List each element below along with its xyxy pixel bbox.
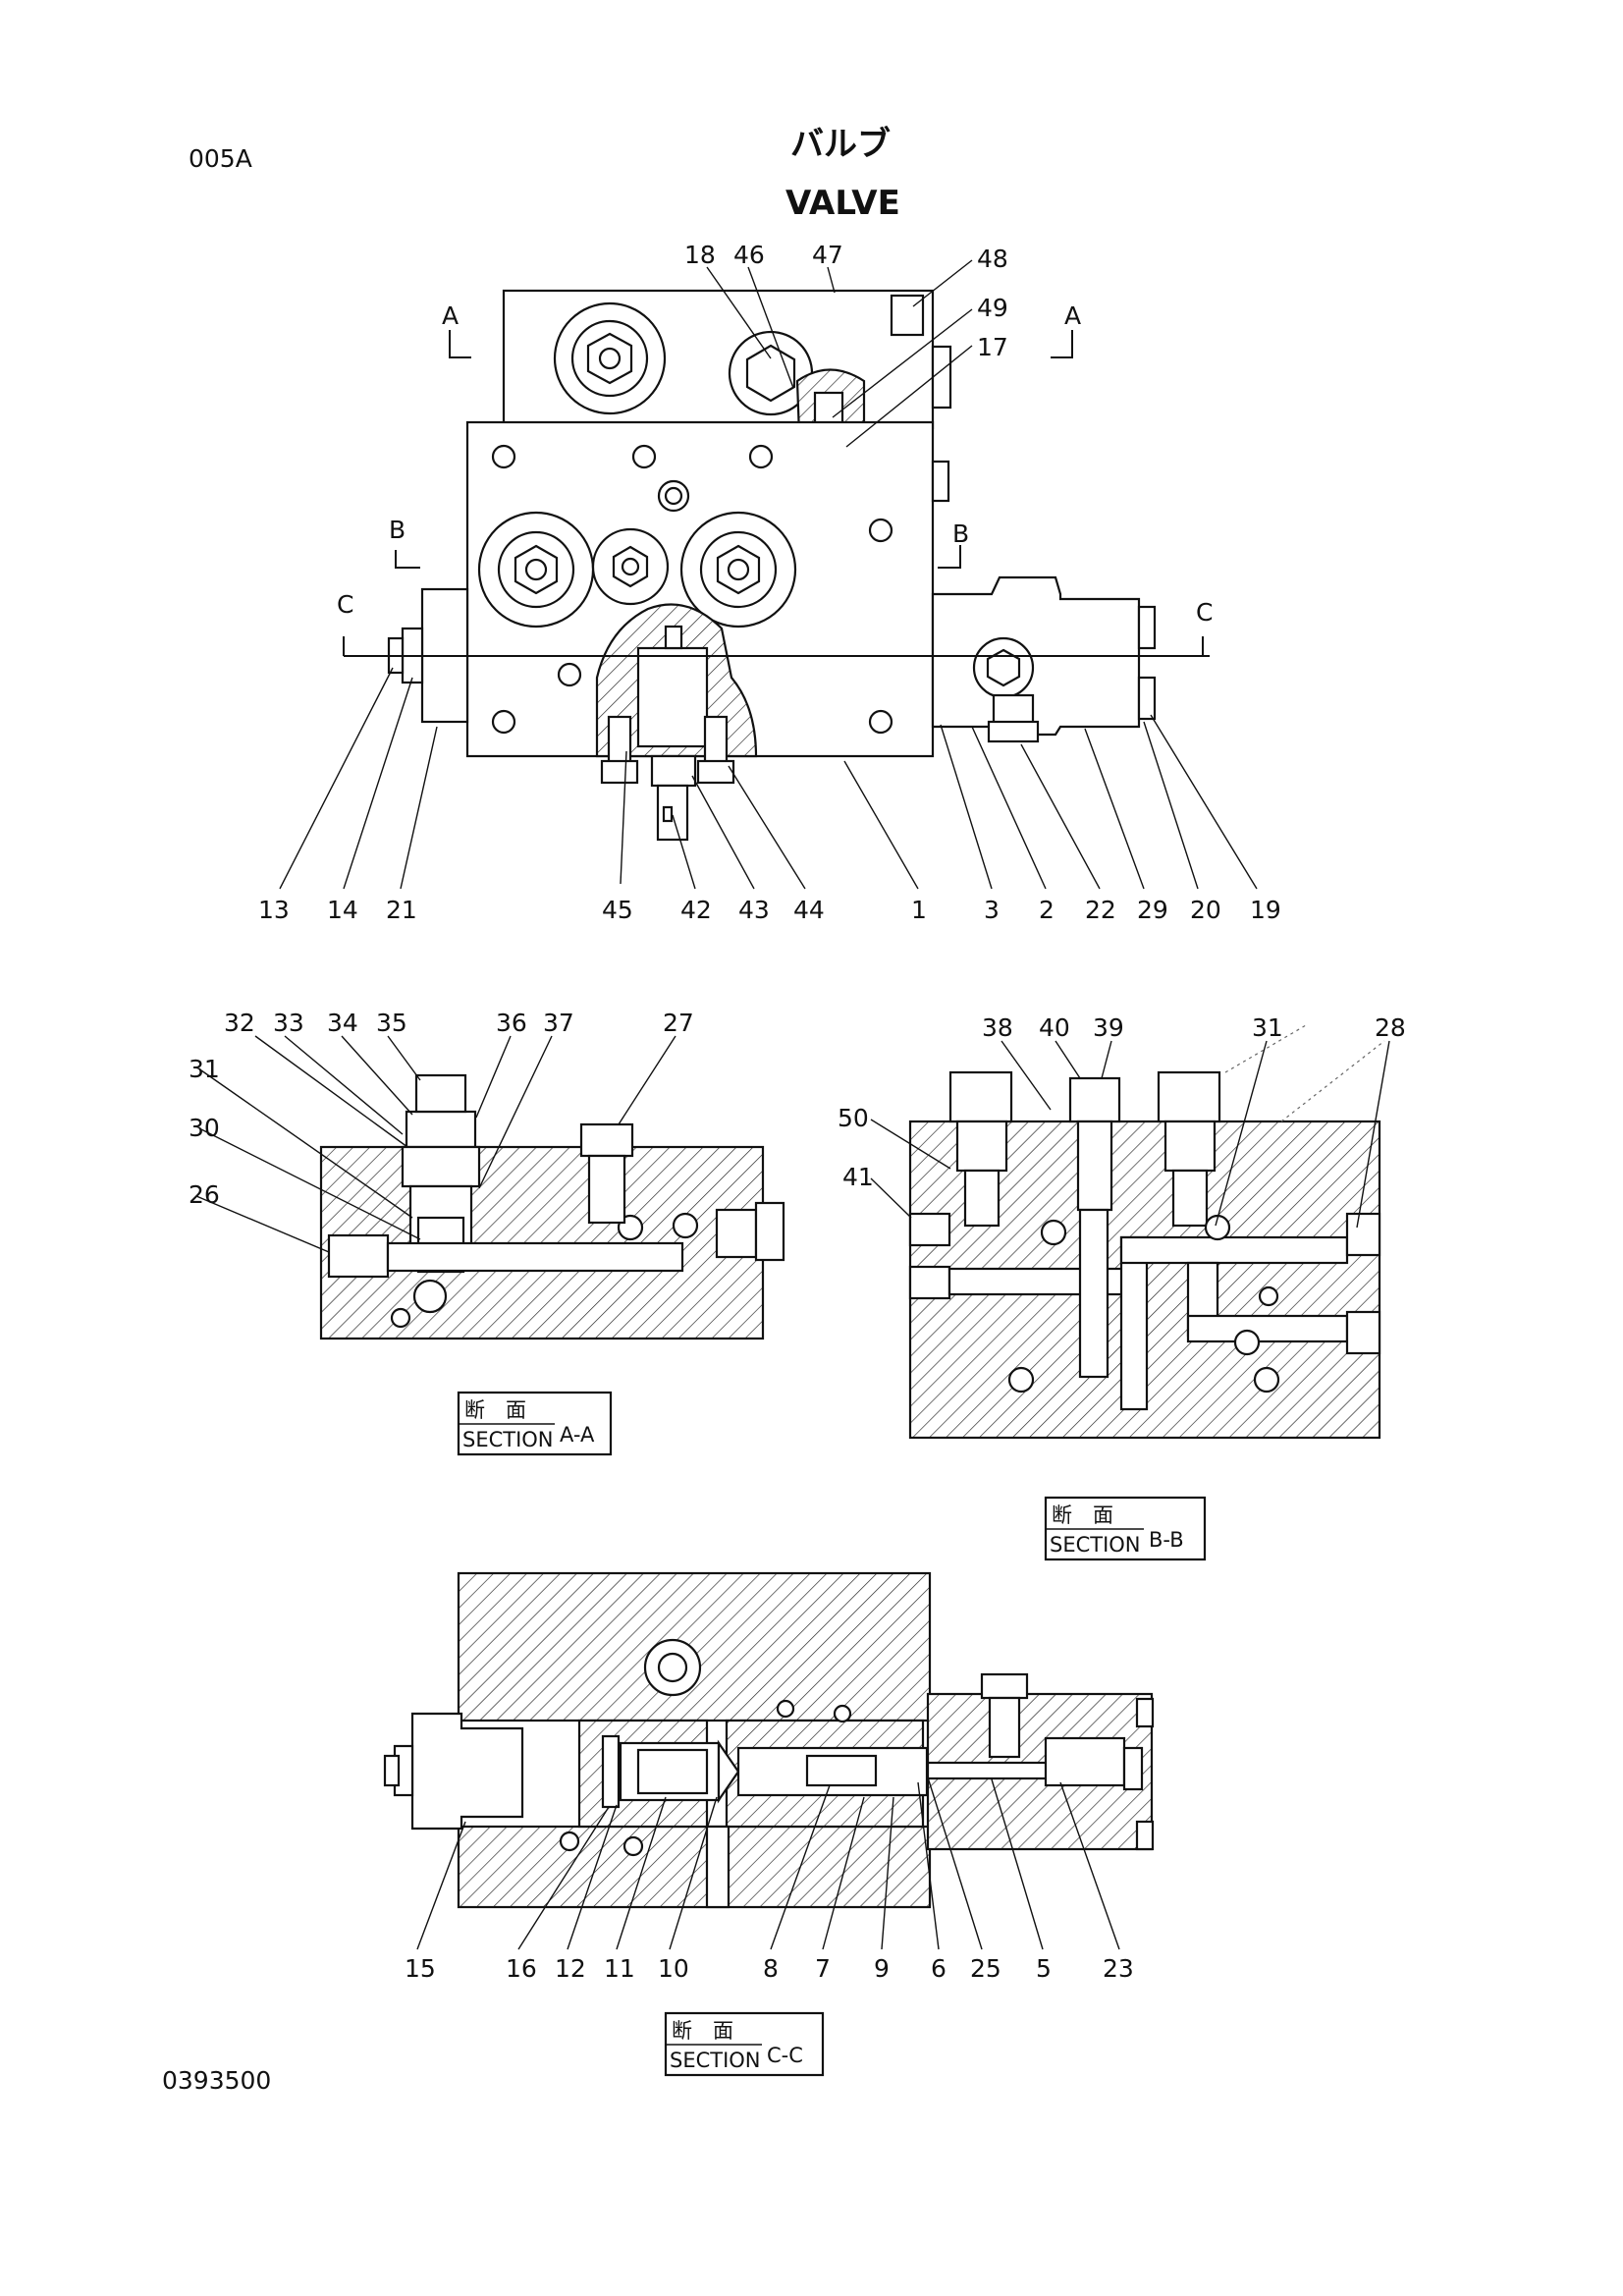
label-5: 5 — [1036, 1954, 1052, 1983]
label-9: 9 — [874, 1954, 890, 1983]
label-13: 13 — [258, 896, 290, 924]
label-1: 1 — [911, 896, 927, 924]
section-c-c-title: 断 面 SECTION C-C — [664, 2011, 825, 2077]
section-a-a-labels: 32 33 34 35 36 37 27 31 30 26 — [189, 1009, 694, 1209]
label-30: 30 — [189, 1114, 220, 1142]
label-11: 11 — [604, 1954, 635, 1983]
label-35: 35 — [376, 1009, 407, 1037]
label-19: 19 — [1250, 896, 1281, 924]
label-28: 28 — [1375, 1013, 1406, 1042]
label-50: 50 — [838, 1104, 869, 1132]
main-view-labels: 18 46 47 48 49 17 13 14 21 45 42 43 44 1… — [258, 241, 1281, 924]
label-16: 16 — [506, 1954, 537, 1983]
main-view: A A B B C C — [279, 259, 1258, 890]
label-25: 25 — [970, 1954, 1001, 1983]
label-36: 36 — [496, 1009, 527, 1037]
label-22: 22 — [1085, 896, 1116, 924]
label-29: 29 — [1137, 896, 1168, 924]
label-21: 21 — [386, 896, 417, 924]
marker-b-left: B — [389, 516, 406, 544]
label-23: 23 — [1103, 1954, 1134, 1983]
section-a-a-id: A-A — [560, 1423, 595, 1447]
label-15: 15 — [405, 1954, 436, 1983]
solenoid-45 — [636, 646, 709, 748]
label-31-aa: 31 — [189, 1055, 220, 1083]
label-41: 41 — [842, 1163, 874, 1191]
label-31-bb: 31 — [1252, 1013, 1283, 1042]
label-2: 2 — [1039, 896, 1055, 924]
plug-22 — [992, 693, 1035, 727]
section-a-a-jp: 断 面 — [464, 1398, 526, 1422]
title-english: VALVE — [785, 184, 900, 223]
label-49: 49 — [977, 294, 1008, 322]
drawing-code: 005A — [189, 144, 252, 173]
section-a-a-word: SECTION — [462, 1428, 554, 1451]
label-33: 33 — [273, 1009, 304, 1037]
label-10: 10 — [658, 1954, 689, 1983]
section-b-b-word: SECTION — [1050, 1533, 1141, 1557]
marker-b-right: B — [952, 519, 969, 548]
label-46: 46 — [733, 241, 765, 269]
label-48: 48 — [977, 245, 1008, 273]
label-26: 26 — [189, 1180, 220, 1209]
label-45: 45 — [602, 896, 633, 924]
label-18: 18 — [684, 241, 716, 269]
section-b-b-title: 断 面 SECTION B-B — [1044, 1496, 1207, 1561]
section-b-b — [870, 1024, 1390, 1440]
title-japanese: バルブ — [790, 125, 891, 164]
section-c-c-id: C-C — [767, 2044, 803, 2067]
label-34: 34 — [327, 1009, 358, 1037]
label-43: 43 — [738, 896, 770, 924]
label-8: 8 — [763, 1954, 779, 1983]
label-47: 47 — [812, 241, 843, 269]
label-17: 17 — [977, 333, 1008, 361]
section-c-c-jp: 断 面 — [672, 2019, 733, 2043]
label-42: 42 — [680, 896, 712, 924]
label-6: 6 — [931, 1954, 947, 1983]
label-12: 12 — [555, 1954, 586, 1983]
marker-a-left: A — [442, 301, 459, 330]
label-39: 39 — [1093, 1013, 1124, 1042]
label-32: 32 — [224, 1009, 255, 1037]
label-14: 14 — [327, 896, 358, 924]
label-38: 38 — [982, 1013, 1013, 1042]
bolt-48 — [890, 294, 925, 337]
label-27: 27 — [663, 1009, 694, 1037]
marker-c-left: C — [337, 590, 353, 619]
marker-c-right: C — [1196, 598, 1213, 627]
section-c-c-word: SECTION — [670, 2049, 761, 2072]
label-37: 37 — [543, 1009, 574, 1037]
label-7: 7 — [815, 1954, 831, 1983]
drawing-number: 0393500 — [162, 2066, 271, 2095]
section-c-c-labels: 15 16 12 11 10 8 7 9 6 25 5 23 — [405, 1954, 1134, 1983]
section-b-b-labels: 38 40 39 31 28 50 41 — [838, 1013, 1406, 1191]
label-20: 20 — [1190, 896, 1221, 924]
section-b-b-jp: 断 面 — [1052, 1503, 1113, 1527]
marker-a-right: A — [1064, 301, 1081, 330]
label-40: 40 — [1039, 1013, 1070, 1042]
label-3: 3 — [984, 896, 1000, 924]
section-c-c — [383, 1571, 1155, 1950]
section-a-a-title: 断 面 SECTION A-A — [457, 1391, 613, 1456]
label-44: 44 — [793, 896, 825, 924]
section-a-a — [195, 1035, 785, 1340]
section-b-b-id: B-B — [1149, 1528, 1184, 1552]
